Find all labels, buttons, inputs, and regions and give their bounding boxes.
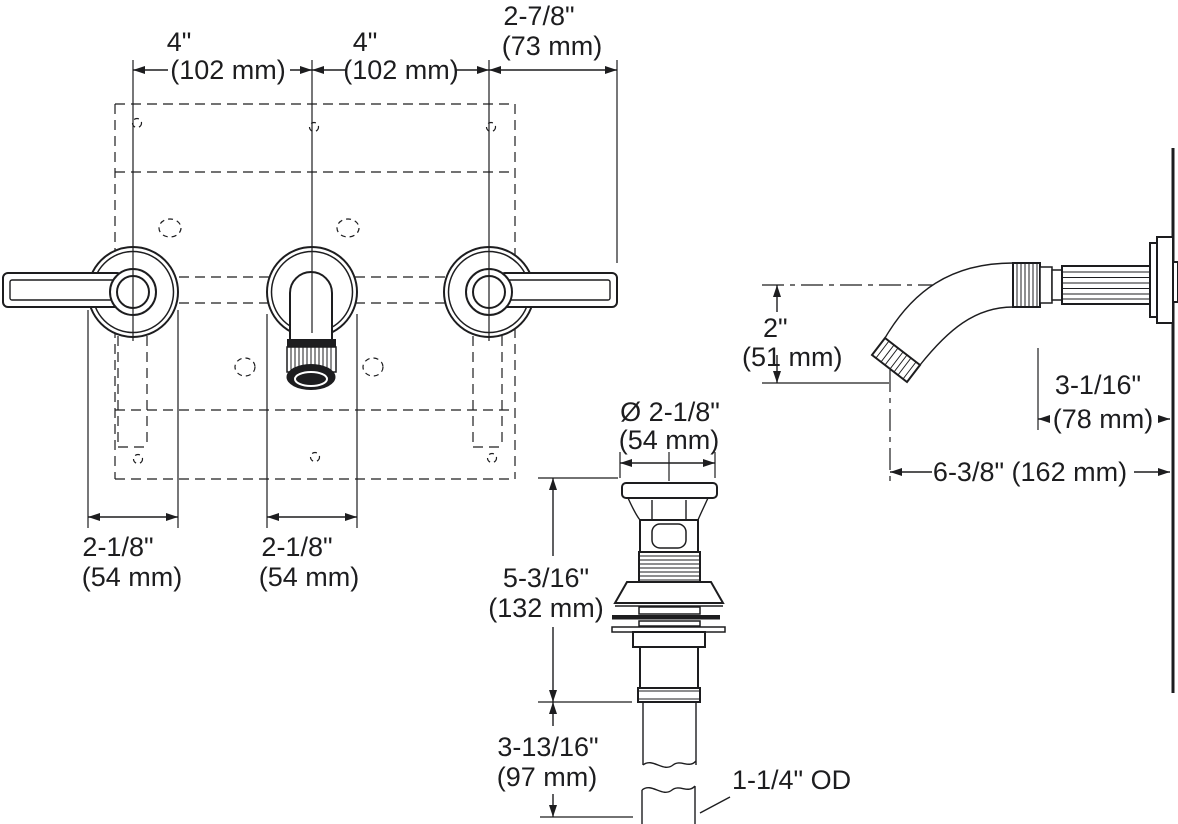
spout-side [870,236,1174,384]
right-lever [499,272,618,308]
dim-tailpiece-length-inch: 3-13/16" [497,732,598,762]
dim-tailpiece-length-mm: (97 mm) [497,762,598,792]
drain-body [611,482,726,824]
mounting-hole-marks [131,117,498,465]
drain-upper-dimension: 5-3/16" (132 mm) [488,477,632,703]
side-view: 2" (51 mm) 3-1/16" (78 mm) 6-3/8" (162 m… [742,148,1178,693]
drain-locknut [632,631,706,648]
front-bottom-dimensions: 2-1/8" (54 mm) 2-1/8" (54 mm) [82,310,360,592]
front-centerlines [132,60,618,341]
tube-break-lower [641,785,696,793]
dim-flange-diameter-inch: Ø 2-1/8" [620,397,720,427]
dim-wall-to-bend-inch: 3-1/16" [1055,370,1141,400]
dim-flange-diameter-mm: (54 mm) [619,425,720,455]
tube-break-upper [642,760,697,768]
dim-handle-extent-inch: 2-7/8" [503,1,574,31]
spout-collar-band [287,339,336,347]
dim-escutcheon-left-mm: (54 mm) [82,562,183,592]
dim-spread-left-inch: 4" [167,27,192,57]
spout-aerator-side [870,336,922,384]
drain-diameter-dimension: Ø 2-1/8" (54 mm) [619,397,720,478]
front-view: 4" (102 mm) 4" (102 mm) 2-7/8" (73 mm) 2… [2,1,618,592]
label-tailpiece-od: 1-1/4" OD [732,765,851,795]
dim-escutcheon-left-inch: 2-1/8" [82,532,153,562]
tailpiece-od-label: 1-1/4" OD [699,765,851,814]
dim-spout-drop-inch: 2" [763,313,788,343]
dim-handle-extent-mm: (73 mm) [502,31,603,61]
dim-escutcheon-center-inch: 2-1/8" [261,532,332,562]
spout-wall-flange [1156,236,1174,324]
spout-reach-dimension: 6-3/8" (162 mm) [889,370,1170,487]
right-handle [443,246,618,338]
wall-to-bend-dimension: 3-1/16" (78 mm) [1037,348,1170,434]
drain-view: Ø 2-1/8" (54 mm) [488,397,851,824]
dim-above-deck-inch: 5-3/16" [503,563,589,593]
dim-spread-left-mm: (102 mm) [170,55,286,85]
dim-wall-to-bend-mm: (78 mm) [1053,404,1154,434]
aerator-ribs-front [290,347,332,372]
dim-spread-right-inch: 4" [353,27,378,57]
dim-spout-drop-mm: (51 mm) [742,342,843,372]
drain-cone-washer [613,581,725,604]
drain-overflow-window [651,523,687,549]
left-handle [2,246,179,338]
dim-spread-right-mm: (102 mm) [343,55,459,85]
front-top-dimensions: 4" (102 mm) 4" (102 mm) 2-7/8" (73 mm) [133,1,617,85]
drain-lower-dimension: 3-13/16" (97 mm) [497,702,633,818]
drain-flange [621,482,718,499]
dim-escutcheon-center-mm: (54 mm) [259,562,360,592]
dim-spout-reach: 6-3/8" (162 mm) [933,457,1127,487]
drain-coupling-nut [637,687,701,703]
dim-above-deck-mm: (132 mm) [488,593,604,623]
left-lever [2,272,123,308]
spout-drop-dimension: 2" (51 mm) [742,285,889,384]
